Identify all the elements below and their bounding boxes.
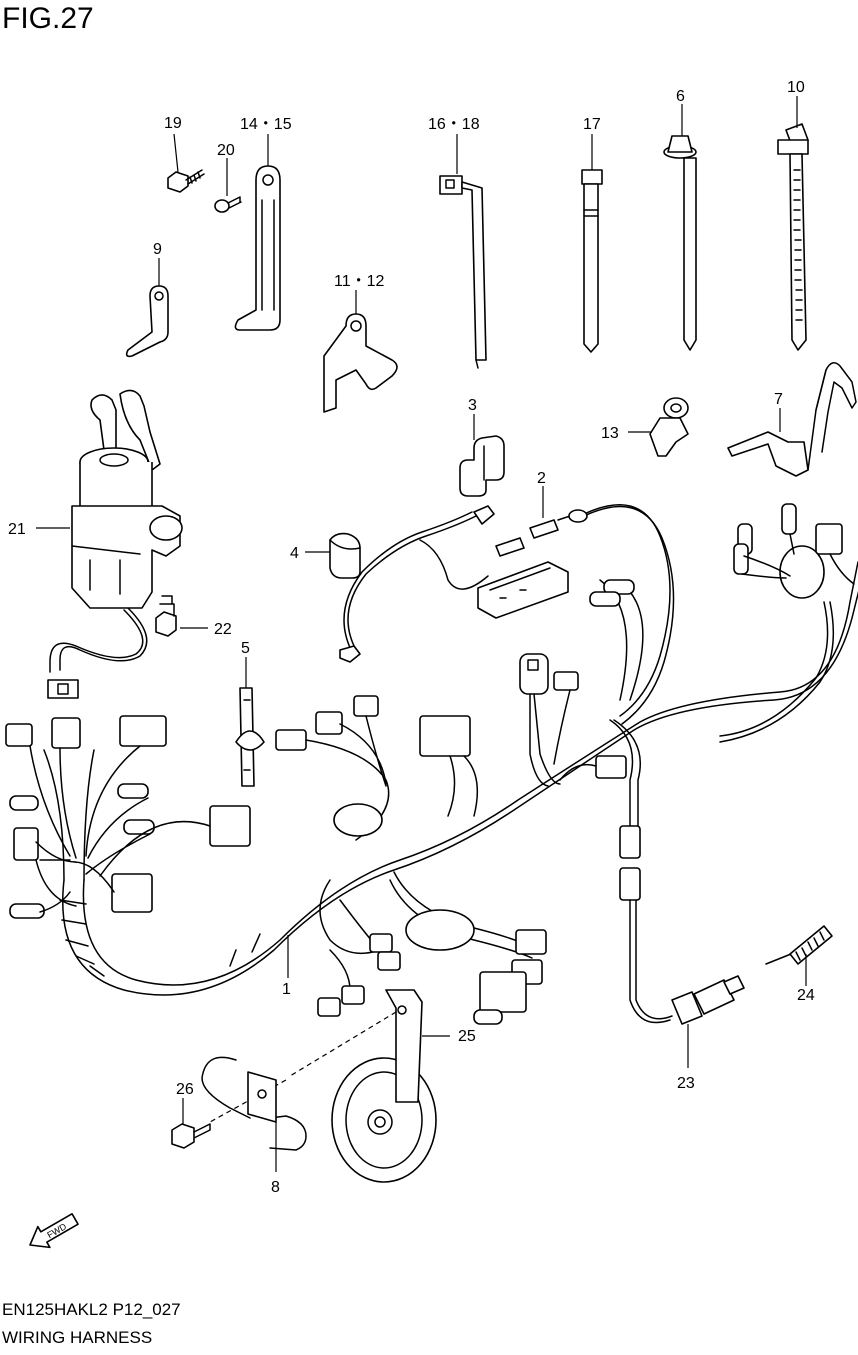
part-20-screw[interactable] — [214, 196, 242, 213]
part-3-cap[interactable] — [459, 435, 505, 497]
part-17-cable-tie[interactable] — [581, 169, 603, 353]
part-26-bolt[interactable] — [171, 1123, 211, 1149]
callout-9[interactable]: 9 — [153, 241, 162, 258]
callout-4[interactable]: 4 — [290, 545, 299, 562]
part-8-bracket[interactable] — [201, 1056, 307, 1151]
part-22-bolt[interactable] — [155, 595, 177, 637]
callout-25[interactable]: 25 — [458, 1028, 476, 1045]
callout-3[interactable]: 3 — [468, 397, 477, 414]
callout-6[interactable]: 6 — [676, 88, 685, 105]
fuse-holder[interactable] — [477, 537, 569, 619]
figure-title: FIG.27 — [2, 2, 94, 35]
part-21-ignition-switch[interactable] — [71, 389, 183, 609]
callout-5[interactable]: 5 — [241, 640, 250, 657]
callout-17[interactable]: 17 — [583, 116, 601, 133]
callout-23[interactable]: 23 — [677, 1075, 695, 1092]
part-2-fuse[interactable] — [529, 515, 571, 539]
part-25-horn[interactable] — [331, 989, 437, 1183]
part-5-clip[interactable] — [235, 687, 265, 787]
callout-2[interactable]: 2 — [537, 470, 546, 487]
part-1-wiring-harness[interactable] — [5, 503, 858, 1025]
callout-13[interactable]: 13 — [601, 425, 619, 442]
part-24-spring[interactable] — [765, 925, 833, 965]
part-13-terminal[interactable] — [649, 397, 689, 457]
part-4-cap[interactable] — [329, 532, 361, 579]
callout-22[interactable]: 22 — [214, 621, 232, 638]
part-19-bolt[interactable] — [167, 169, 205, 193]
callout-19[interactable]: 19 — [164, 115, 182, 132]
ground-lead[interactable] — [339, 505, 495, 663]
callout-20[interactable]: 20 — [217, 142, 235, 159]
callout-10[interactable]: 10 — [787, 79, 805, 96]
fwd-arrow-icon: FWD — [29, 1213, 79, 1249]
callout-11-12[interactable]: 11・12 — [334, 273, 385, 290]
part-23-stop-switch[interactable] — [671, 975, 745, 1025]
callout-14-15[interactable]: 14・15 — [240, 116, 292, 133]
diagram-name: WIRING HARNESS — [2, 1328, 153, 1347]
part-10-tie-clip[interactable] — [777, 123, 809, 351]
callout-7[interactable]: 7 — [774, 391, 783, 408]
callout-24[interactable]: 24 — [797, 987, 815, 1004]
part-11-12-clamp[interactable] — [323, 313, 398, 413]
part-16-18-cable-tie[interactable] — [439, 175, 487, 369]
diagram-code: EN125HAKL2 P12_027 — [2, 1300, 181, 1319]
callout-21[interactable]: 21 — [8, 521, 26, 538]
part-9-clamp[interactable] — [125, 285, 169, 358]
callout-26[interactable]: 26 — [176, 1081, 194, 1098]
part-7-bracket[interactable] — [727, 362, 857, 477]
callout-16-18[interactable]: 16・18 — [428, 116, 480, 133]
part-6-push-tie[interactable] — [663, 135, 697, 351]
callout-8[interactable]: 8 — [271, 1179, 280, 1196]
part-14-15-clamp[interactable] — [234, 165, 281, 331]
callout-1[interactable]: 1 — [282, 981, 291, 998]
